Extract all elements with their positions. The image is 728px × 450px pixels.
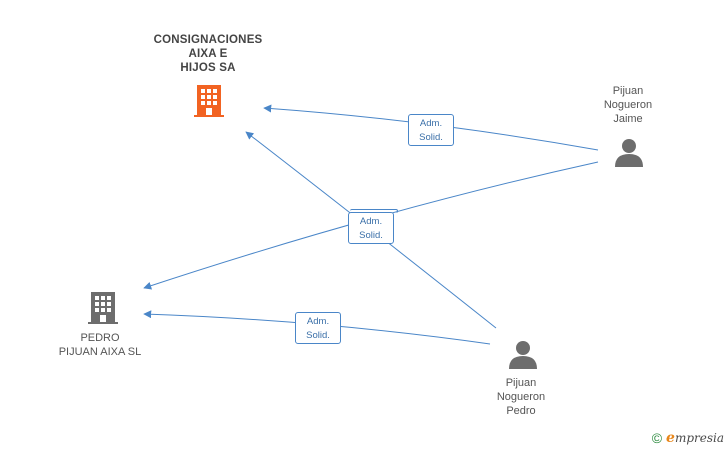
- person-icon[interactable]: [508, 340, 538, 370]
- empresia-logo: empresia: [666, 430, 724, 446]
- building-icon[interactable]: [194, 83, 228, 119]
- person-pedro-label[interactable]: Pijuan Nogueron Pedro: [496, 377, 546, 417]
- person-icon[interactable]: [614, 138, 644, 168]
- person-jaime-label[interactable]: Pijuan Nogueron Jaime: [603, 85, 653, 125]
- copyright-icon: ©: [651, 430, 663, 446]
- edge-label-jaime-consignaciones[interactable]: Adm. Solid.: [408, 114, 454, 146]
- edge-label-central[interactable]: Adm. Solid.: [348, 209, 398, 244]
- company-main-label[interactable]: CONSIGNACIONES AIXA E HIJOS SA: [153, 34, 263, 74]
- building-icon[interactable]: [88, 290, 122, 326]
- edge-label-pedro-pedro-sl[interactable]: Adm. Solid.: [295, 312, 341, 344]
- company-second-label[interactable]: PEDRO PIJUAN AIXA SL: [58, 332, 142, 358]
- empresia-watermark: © empresia: [652, 430, 724, 446]
